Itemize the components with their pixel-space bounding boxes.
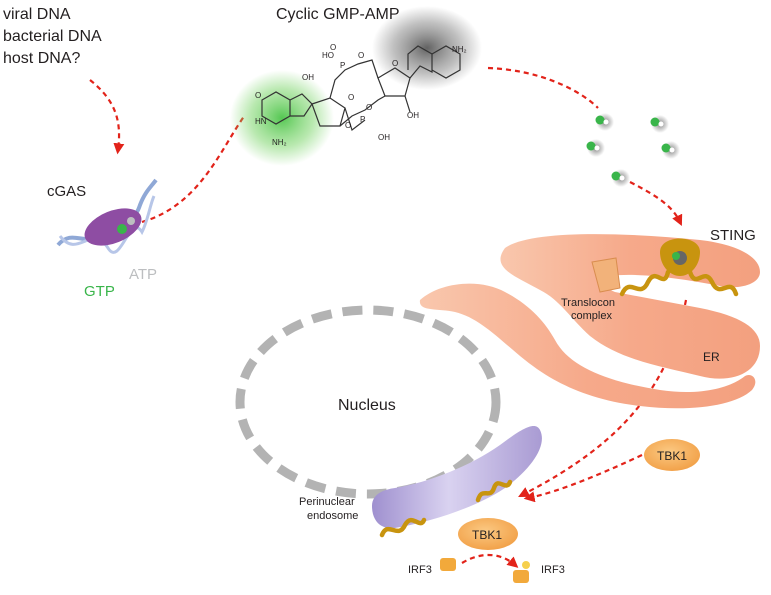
cgamp-dot bbox=[611, 169, 630, 187]
arrow-cgas-to-cgamp bbox=[141, 114, 246, 224]
adenine-glow bbox=[372, 6, 482, 90]
tbk1-free-shape bbox=[644, 439, 700, 471]
molecule-atom-labels: NH₂ NH₂ O HN OH OH OH HO P P O O O O O O bbox=[255, 43, 467, 147]
atom-o-1: O bbox=[330, 43, 336, 52]
arrow-irf3-phosphorylation bbox=[461, 553, 519, 568]
cgas-label: cGAS bbox=[47, 183, 86, 200]
dna-source-labels: viral DNA bacterial DNA host DNA? bbox=[3, 6, 102, 67]
source-label-bacterial-dna: bacterial DNA bbox=[3, 28, 102, 45]
tbk1-free-label: TBK1 bbox=[657, 449, 687, 463]
er-label: ER bbox=[703, 350, 720, 364]
atom-oh-a: OH bbox=[302, 73, 314, 82]
endosome-sting-2 bbox=[475, 479, 513, 503]
atom-o-ketone: O bbox=[255, 91, 261, 100]
gtp-label: GTP bbox=[84, 283, 115, 300]
molecule-title: Cyclic GMP-AMP bbox=[276, 6, 400, 23]
irf3-phosphate-dot bbox=[522, 561, 530, 569]
dna-helix-strand-2 bbox=[58, 195, 156, 254]
arrow-cytosol-to-sting bbox=[629, 181, 683, 226]
atom-p-bottom: P bbox=[360, 115, 365, 124]
cgamp-dot bbox=[661, 141, 680, 159]
source-label-host-dna: host DNA? bbox=[3, 50, 80, 67]
nucleus: Nucleus bbox=[235, 305, 501, 499]
gtp-dot bbox=[117, 224, 127, 234]
atom-p-top: P bbox=[340, 61, 345, 70]
cgas-complex: cGAS GTP ATP bbox=[47, 178, 158, 300]
endosome-body bbox=[372, 425, 542, 529]
tbk1-bound-shape bbox=[458, 518, 518, 550]
arrow-cgamp-to-cytosol bbox=[487, 66, 599, 109]
endoplasmic-reticulum: ER bbox=[419, 234, 760, 409]
atom-o-5: O bbox=[366, 103, 372, 112]
nucleus-label: Nucleus bbox=[338, 397, 396, 414]
sting-bound-cgamp-green bbox=[672, 252, 680, 260]
atom-nh2-top: NH₂ bbox=[452, 45, 467, 54]
atom-oh-c: OH bbox=[378, 133, 390, 142]
er-membrane-upper bbox=[500, 234, 760, 379]
tbk1-bound-label: TBK1 bbox=[472, 528, 502, 542]
atom-o-3: O bbox=[392, 59, 398, 68]
endosome-label-line2: endosome bbox=[307, 510, 358, 522]
atp-label: ATP bbox=[129, 266, 157, 283]
atom-o-2: O bbox=[358, 51, 364, 60]
translocon-label-line2: complex bbox=[571, 310, 612, 322]
atom-o-6: O bbox=[345, 121, 351, 130]
irf3-phospho-shape bbox=[513, 570, 529, 583]
cgamp-molecule: Cyclic GMP-AMP NH₂ NH₂ O HN OH OH bbox=[230, 6, 482, 166]
irf3-phospho-label: IRF3 bbox=[541, 564, 565, 576]
tbk1-bound: TBK1 bbox=[458, 518, 518, 550]
arrow-tbk1-to-endosome bbox=[523, 454, 643, 503]
irf3-inactive: IRF3 bbox=[408, 558, 456, 576]
atom-ho: HO bbox=[322, 51, 334, 60]
translocon-shape bbox=[591, 257, 621, 293]
atom-hn: HN bbox=[255, 117, 267, 126]
nucleus-envelope bbox=[235, 305, 501, 499]
irf3-inactive-label: IRF3 bbox=[408, 564, 432, 576]
molecule-bonds bbox=[261, 45, 461, 131]
atom-o-4: O bbox=[348, 93, 354, 102]
perinuclear-endosome: Perinuclear endosome bbox=[299, 425, 542, 538]
cgamp-dot bbox=[586, 139, 605, 157]
translocon-complex: Translocon complex bbox=[561, 257, 621, 322]
source-label-viral-dna: viral DNA bbox=[3, 6, 71, 23]
atom-nh2-bottom: NH₂ bbox=[272, 138, 287, 147]
sting-protein: STING bbox=[619, 227, 756, 297]
endosome-label-line1: Perinuclear bbox=[299, 496, 355, 508]
sting-transmembrane bbox=[619, 269, 739, 297]
endosome-sting-1 bbox=[379, 517, 427, 538]
cgamp-dots bbox=[586, 113, 680, 187]
cgas-enzyme bbox=[84, 208, 142, 246]
irf3-inactive-shape bbox=[440, 558, 456, 571]
irf3-phosphorylated: IRF3 bbox=[513, 561, 565, 583]
tbk1-free: TBK1 bbox=[644, 439, 700, 471]
sting-label: STING bbox=[710, 227, 756, 244]
translocon-label-line1: Translocon bbox=[561, 297, 615, 309]
arrow-dna-to-cgas bbox=[89, 79, 125, 155]
atp-dot bbox=[127, 217, 135, 225]
guanine-glow bbox=[230, 70, 334, 166]
cgamp-dot bbox=[650, 115, 669, 133]
er-membrane-lower bbox=[419, 283, 756, 409]
cgamp-dot bbox=[595, 113, 614, 131]
atom-oh-b: OH bbox=[407, 111, 419, 120]
